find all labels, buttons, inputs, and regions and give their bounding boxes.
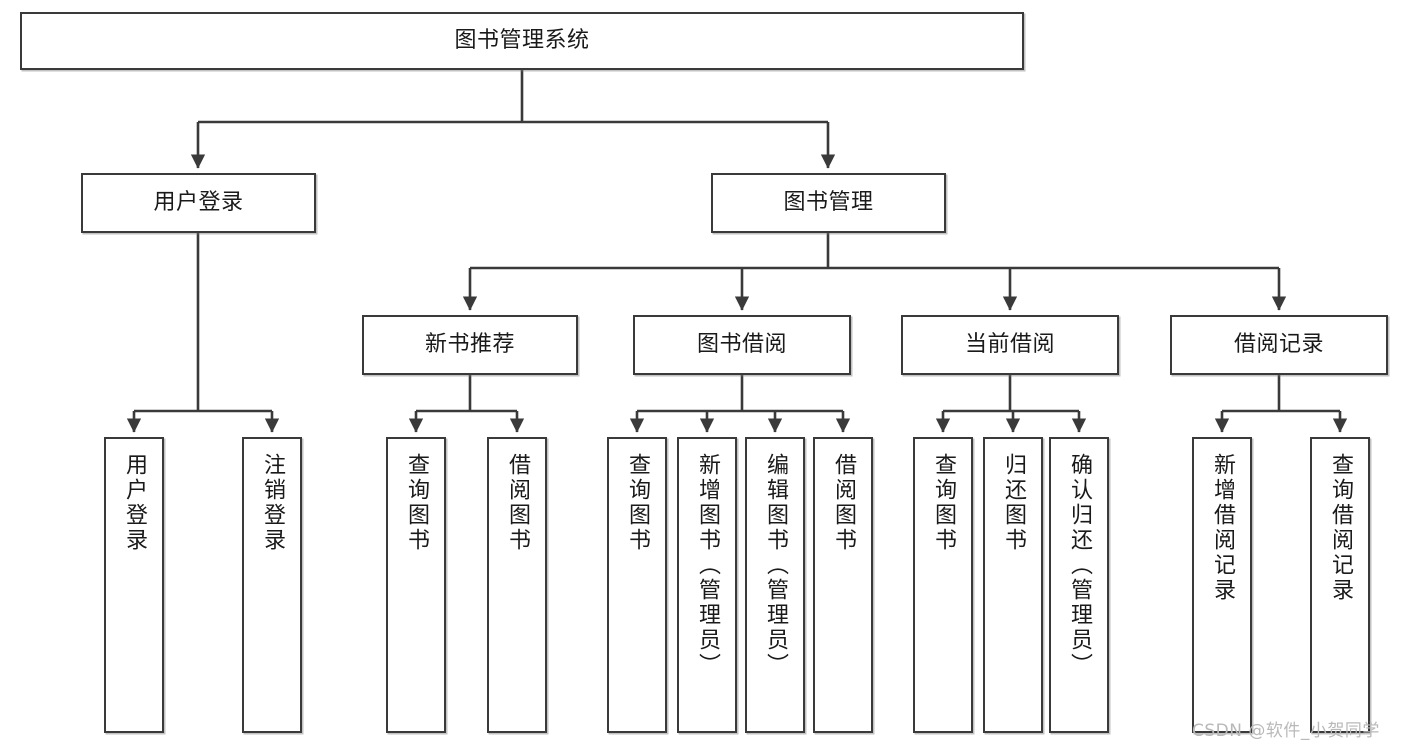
node-add-book-admin[interactable]: 新增图书（管理员） <box>677 437 737 733</box>
node-query-book-3[interactable]: 查询图书 <box>913 437 973 733</box>
node-confirm-return-admin[interactable]: 确认归还（管理员） <box>1049 437 1109 733</box>
node-borrow-book-1-label: 借阅图书 <box>505 453 530 553</box>
node-borrow-record-label: 借阅记录 <box>1233 332 1324 358</box>
node-return-book[interactable]: 归还图书 <box>983 437 1043 733</box>
node-borrow-book-2[interactable]: 借阅图书 <box>813 437 873 733</box>
node-add-book-admin-label: 新增图书（管理员） <box>695 453 720 678</box>
node-book-borrow[interactable]: 图书借阅 <box>633 315 851 375</box>
node-query-book-2[interactable]: 查询图书 <box>607 437 667 733</box>
node-book-borrow-label: 图书借阅 <box>696 332 787 358</box>
node-book-management-label: 图书管理 <box>783 190 874 216</box>
node-root[interactable]: 图书管理系统 <box>20 12 1024 70</box>
node-user-login-label: 用户登录 <box>153 190 244 216</box>
node-query-borrow-record[interactable]: 查询借阅记录 <box>1310 437 1370 733</box>
node-edit-book-admin-label: 编辑图书（管理员） <box>763 453 788 678</box>
node-query-book-1[interactable]: 查询图书 <box>386 437 446 733</box>
node-current-borrow[interactable]: 当前借阅 <box>901 315 1119 375</box>
node-new-book-recommend[interactable]: 新书推荐 <box>362 315 578 375</box>
node-borrow-record[interactable]: 借阅记录 <box>1170 315 1388 375</box>
node-query-borrow-record-label: 查询借阅记录 <box>1328 453 1353 603</box>
node-edit-book-admin[interactable]: 编辑图书（管理员） <box>745 437 805 733</box>
node-current-borrow-label: 当前借阅 <box>964 332 1055 358</box>
node-return-book-label: 归还图书 <box>1001 453 1026 553</box>
node-query-book-2-label: 查询图书 <box>625 453 650 553</box>
node-add-borrow-record-label: 新增借阅记录 <box>1210 453 1235 603</box>
node-logout-leaf-label: 注销登录 <box>260 453 285 553</box>
node-add-borrow-record[interactable]: 新增借阅记录 <box>1192 437 1252 733</box>
node-query-book-1-label: 查询图书 <box>404 453 429 553</box>
node-new-book-recommend-label: 新书推荐 <box>424 332 515 358</box>
node-query-book-3-label: 查询图书 <box>931 453 956 553</box>
node-user-login[interactable]: 用户登录 <box>81 173 316 233</box>
node-confirm-return-admin-label: 确认归还（管理员） <box>1067 453 1092 678</box>
csdn-watermark: CSDN @软件_小贺同学 <box>1192 721 1380 741</box>
node-user-login-leaf-label: 用户登录 <box>122 453 147 553</box>
node-user-login-leaf[interactable]: 用户登录 <box>104 437 164 733</box>
node-borrow-book-1[interactable]: 借阅图书 <box>487 437 547 733</box>
node-root-label: 图书管理系统 <box>454 28 590 54</box>
node-book-management[interactable]: 图书管理 <box>711 173 946 233</box>
node-logout-leaf[interactable]: 注销登录 <box>242 437 302 733</box>
node-borrow-book-2-label: 借阅图书 <box>831 453 856 553</box>
